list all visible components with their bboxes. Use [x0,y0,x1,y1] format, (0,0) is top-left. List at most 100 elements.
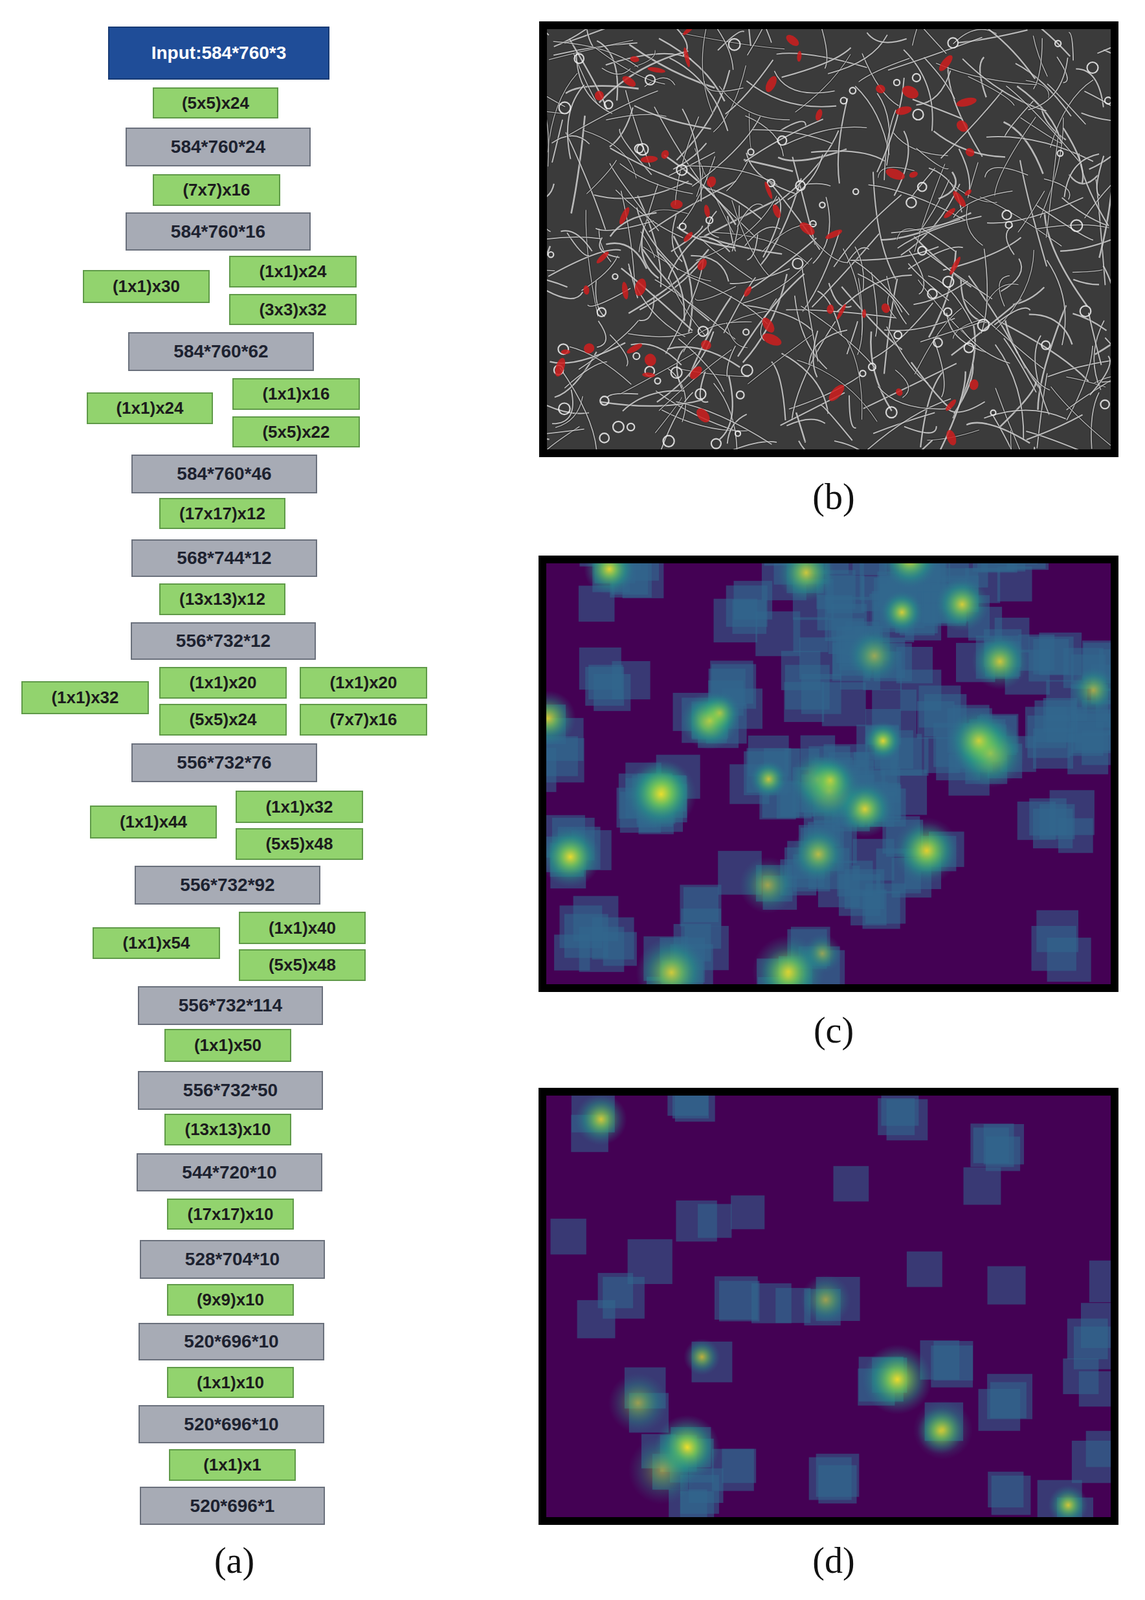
neurite [669,152,716,176]
cell-shadow [552,135,590,145]
neurite [1073,279,1100,285]
feature-map-box: 556*732*92 [134,865,321,905]
cell-body [1041,341,1050,350]
cell-shadow [1003,337,1037,393]
cell-body [1080,305,1092,317]
neurite [877,386,946,410]
density-patch [1078,1370,1111,1407]
heatmap-ground [546,563,1111,984]
feature-map-box: 544*720*10 [136,1152,323,1191]
labelled-cell [950,188,968,209]
cell-shadow [966,205,983,246]
cell-shadow [656,392,694,450]
cell-shadow [855,86,890,155]
neurite [723,277,756,333]
neurite [880,212,972,241]
layer-label: (13x13)x12 [179,589,266,610]
conv-layer-box: (13x13)x12 [159,583,286,615]
neurite [995,249,1034,330]
neurite [636,207,679,270]
cell-shadow [1097,29,1111,54]
density-patch [546,747,557,792]
cell-shadow [746,234,758,260]
cell-body [743,328,749,335]
conv-layer-box: (7x7)x16 [152,174,281,206]
density-patch [896,646,933,683]
labelled-cell [874,83,887,95]
cell-shadow [796,412,806,442]
neurite [609,334,628,367]
neurite [1095,282,1111,355]
cell-shadow [596,321,606,348]
neurite [846,339,863,420]
cell-body [906,197,916,208]
feature-map-box: 556*732*12 [130,622,316,660]
feature-map-box: 568*744*12 [131,539,318,577]
neurite [1045,132,1059,238]
labelled-cell [963,188,973,197]
density-peak [739,856,797,914]
labelled-cell [936,53,955,74]
cell-body [633,352,640,360]
labelled-cell [620,281,630,300]
layer-label: 556*732*76 [176,752,272,773]
cell-body [943,308,952,316]
cell-shadow [1018,353,1050,391]
layer-label: 520*696*1 [190,1495,276,1516]
density-patch [675,1200,717,1241]
cell-shadow [634,105,712,129]
cell-shadow [1097,155,1105,196]
neurite [744,29,772,43]
neurite [601,67,631,74]
cell-shadow [833,194,902,268]
neurite [986,284,1019,305]
cell-body [1104,97,1111,104]
cell-shadow [994,308,1031,325]
cell-body [655,377,661,384]
neurite [1081,113,1111,122]
neurite [655,279,736,340]
neurite [634,105,712,129]
cell-body [728,38,741,51]
neurite [817,291,843,336]
cell-shadow [1028,57,1068,111]
cell-shadow [1005,86,1082,165]
neurite [732,200,769,276]
neurite [1006,225,1015,256]
neurite [904,425,937,433]
cell-shadow [935,63,1037,85]
cell-shadow [1040,117,1064,218]
labelled-cell [948,255,963,276]
neurite [559,367,597,450]
neurite [855,86,890,155]
cell-shadow [569,346,632,385]
density-patch [1039,803,1075,839]
panel-label: (c) [813,1009,854,1051]
cell-body [735,431,741,437]
layer-label: 568*744*12 [176,547,272,569]
layer-label: (5x5)x48 [265,833,333,854]
cell-shadow [986,284,1019,305]
panel-frame [542,559,1115,988]
cell-shadow [960,327,1010,364]
cell-shadow [911,362,951,410]
panel-label: (b) [812,475,855,518]
cell-shadow [568,90,659,136]
cell-body [912,109,923,120]
layer-label: (9x9)x10 [196,1289,265,1310]
heatmap-ground [546,1095,1111,1517]
cell-shadow [1029,313,1073,345]
cell-body [990,409,997,415]
neurite [609,107,634,147]
neurite [1046,260,1065,345]
cell-shadow [610,212,657,237]
cell-body [599,433,610,443]
cell-shadow [914,163,945,252]
labelled-cell [944,398,958,413]
neurite [752,129,833,144]
layer-label: 584*760*24 [170,136,266,158]
cell-body [927,288,938,299]
cell-shadow [877,386,946,410]
labelled-cell [629,55,640,63]
labelled-cell [647,66,667,74]
